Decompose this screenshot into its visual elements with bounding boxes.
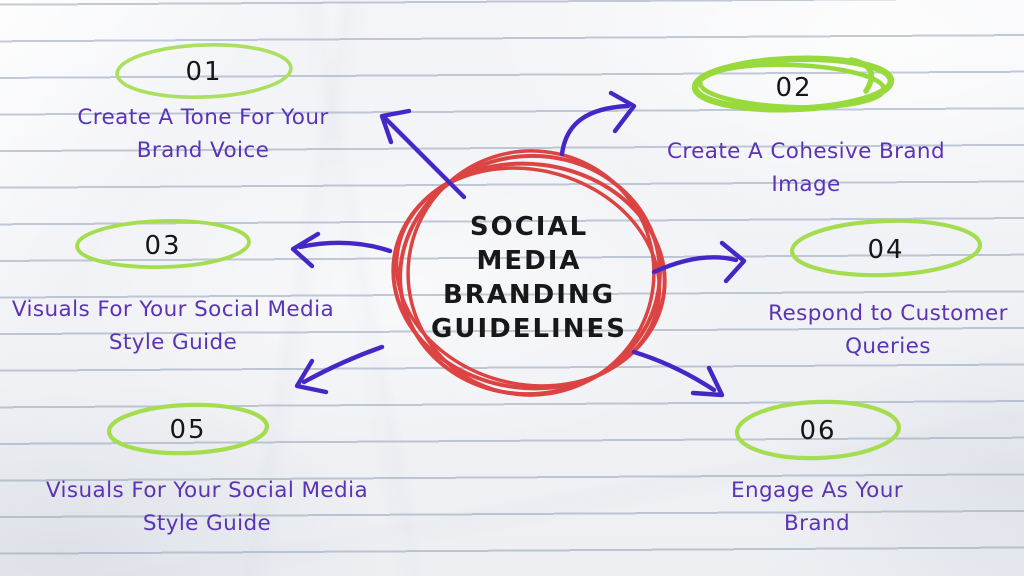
node-03-label: Visuals For Your Social Media Style Guid…: [0, 293, 349, 359]
ellipse-06: [734, 399, 902, 461]
node-02-label: Create A Cohesive Brand Image: [626, 135, 986, 201]
ellipse-01: [115, 43, 293, 99]
arrow-to-02: [559, 90, 637, 157]
arrow-to-01: [379, 108, 467, 200]
center-title-line: BRANDING: [442, 280, 616, 310]
node-04-label: Respond to Customer Queries: [718, 297, 1024, 363]
arrow-to-03: [290, 231, 393, 269]
node-06-label: Engage As Your Brand: [667, 474, 967, 540]
arrow-to-06: [631, 349, 725, 398]
label-line: Image: [771, 172, 841, 197]
label-line: Brand Voice: [136, 138, 270, 163]
arrow-to-05: [294, 344, 385, 395]
ellipse-05: [106, 402, 270, 456]
label-line: Visuals For Your Social Media: [11, 297, 335, 322]
ellipse-03: [75, 218, 251, 270]
node-03-number: 03: [144, 231, 182, 261]
center-scribble-circle: [391, 149, 667, 397]
label-line: Style Guide: [142, 511, 272, 536]
node-01-label: Create A Tone For Your Brand Voice: [23, 101, 383, 167]
label-line: Respond to Customer: [768, 301, 1008, 326]
label-line: Engage As Your: [731, 478, 903, 503]
center-title: SOCIAL MEDIA BRANDING GUIDELINES: [398, 210, 660, 346]
label-line: Create A Cohesive Brand: [666, 139, 946, 164]
label-line: Visuals For Your Social Media: [45, 478, 369, 503]
ellipse-04: [789, 218, 983, 278]
node-04-number: 04: [867, 235, 905, 265]
node-02-number: 02: [775, 73, 813, 103]
center-title-line: GUIDELINES: [431, 314, 627, 344]
ellipse-02: [691, 55, 895, 113]
label-line: Style Guide: [108, 330, 238, 355]
arrow-to-04: [651, 240, 747, 284]
label-line: Create A Tone For Your: [77, 105, 329, 130]
label-line: Brand: [783, 511, 851, 536]
node-05-number: 05: [169, 415, 207, 445]
label-line: Queries: [845, 334, 931, 359]
node-01-number: 01: [185, 57, 223, 87]
node-06-number: 06: [799, 416, 837, 446]
center-title-line: SOCIAL: [469, 212, 589, 242]
center-title-line: MEDIA: [476, 246, 582, 276]
node-05-label: Visuals For Your Social Media Style Guid…: [17, 474, 397, 540]
